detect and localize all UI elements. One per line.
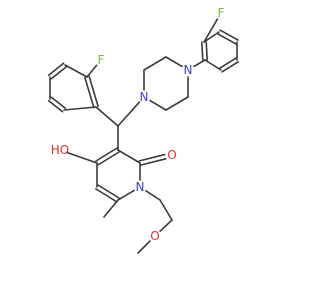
bond-single xyxy=(159,219,173,233)
bond-single xyxy=(165,96,189,111)
bond-single xyxy=(63,106,97,111)
bond-double-a xyxy=(50,96,67,110)
bond-double-b xyxy=(47,62,65,77)
atom-f-right-ring: F xyxy=(218,6,225,20)
bond-single xyxy=(203,31,220,43)
bond-double-a xyxy=(97,184,120,199)
bond-double-b xyxy=(95,188,118,203)
bond-double-b xyxy=(95,147,118,162)
bond-single xyxy=(159,199,173,221)
bond-single xyxy=(65,151,98,164)
bond-single xyxy=(193,59,206,68)
atom-n-piperazine-2: N xyxy=(184,63,193,77)
bond-layer xyxy=(47,18,239,254)
bond-single xyxy=(204,59,222,71)
atom-o-ether: O xyxy=(150,229,159,243)
bond-single xyxy=(117,101,141,127)
bond-single xyxy=(95,106,119,127)
bond-single xyxy=(145,190,161,201)
bond-single xyxy=(143,56,167,71)
bond-single xyxy=(117,149,141,164)
atom-n-pyridinone: N xyxy=(136,180,145,194)
bond-double-b xyxy=(201,41,204,61)
bond-double-a xyxy=(50,65,68,80)
atom-label-layer: F F N N HO O N O xyxy=(51,6,225,243)
bond-double-b xyxy=(221,61,239,73)
atom-n-piperazine-1: N xyxy=(140,90,149,104)
bond-single xyxy=(165,56,183,68)
bond-double-a xyxy=(97,151,120,166)
atom-f-left-ring: F xyxy=(98,53,105,67)
molecule-diagram: F F N N HO O N O xyxy=(47,6,239,254)
bond-double-b xyxy=(219,29,239,41)
bond-single xyxy=(86,64,98,78)
bond-single xyxy=(203,18,219,43)
bond-single xyxy=(149,99,167,111)
bond-double-a xyxy=(205,41,208,61)
bond-single xyxy=(117,189,135,201)
bond-double-a xyxy=(84,76,95,109)
bond-single xyxy=(103,199,119,218)
bond-double-a xyxy=(217,33,237,45)
bond-double-b xyxy=(47,99,64,113)
bond-single xyxy=(64,64,88,78)
atom-o-carbonyl: O xyxy=(167,148,176,162)
atom-hydroxyl: HO xyxy=(51,143,69,157)
bond-double-a xyxy=(219,57,237,69)
bond-double-b xyxy=(88,75,99,108)
bond-double-a xyxy=(139,158,167,166)
molecule-structure: F F N N HO O N O xyxy=(47,6,239,254)
bond-double-b xyxy=(138,153,166,162)
bond-single xyxy=(137,240,151,254)
